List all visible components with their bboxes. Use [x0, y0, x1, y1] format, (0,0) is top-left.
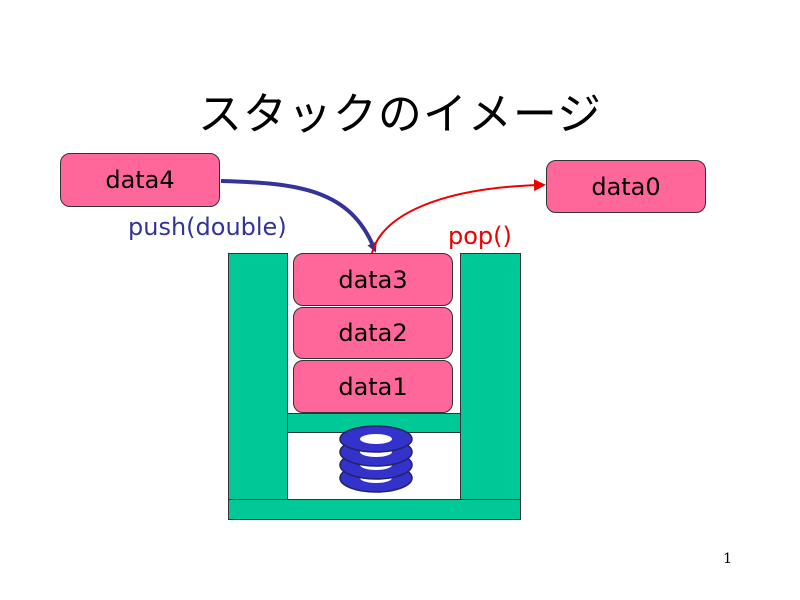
spring-icon	[339, 425, 413, 493]
page-number: 1	[723, 551, 732, 567]
box-data4: data4	[60, 153, 220, 207]
pop-label: pop()	[448, 222, 512, 250]
box-data0: data0	[546, 160, 706, 213]
slide-title: スタックのイメージ	[197, 89, 603, 140]
pop-arrow	[371, 179, 546, 254]
push-arrow	[220, 179, 377, 253]
box-data3: data3	[293, 253, 453, 306]
stack-right-wall	[460, 253, 521, 520]
box-data2: data2	[293, 307, 453, 359]
stack-left-wall	[228, 253, 288, 520]
box-data1: data1	[293, 360, 453, 413]
stack-base	[228, 499, 521, 520]
push-label: push(double)	[128, 213, 287, 241]
